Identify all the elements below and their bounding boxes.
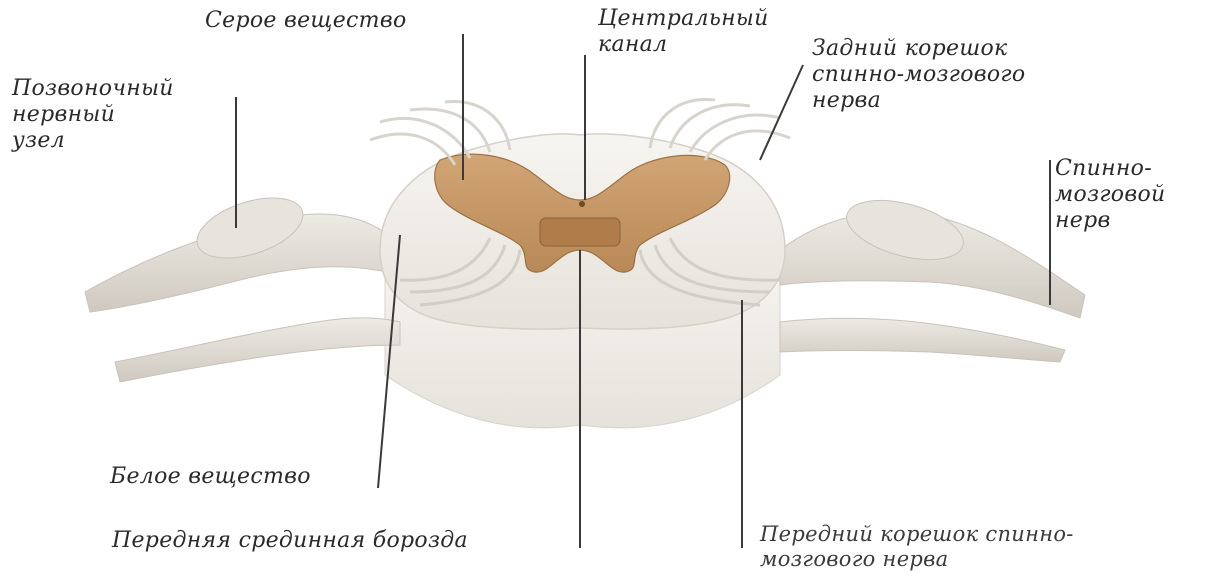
label-spinal-ganglion: Позвоночный нервный узел [12, 76, 174, 154]
label-ventral-root: Передний корешок спинно- мозгового нерва [760, 522, 1074, 572]
label-spinal-nerve: Спинно- мозговой нерв [1055, 156, 1165, 234]
left-spinal-nerve [85, 186, 400, 382]
label-dorsal-root-line2: спинно-мозгового [812, 62, 1025, 88]
central-canal-region [540, 218, 620, 246]
right-spinal-nerve [780, 189, 1085, 362]
label-spinal-nerve-line3: нерв [1055, 208, 1165, 234]
label-grey-matter: Серое вещество [205, 8, 407, 34]
label-anterior-fissure: Передняя срединная борозда [112, 528, 468, 554]
label-central-canal-line2: канал [598, 32, 769, 58]
label-ventral-root-line2: мозгового нерва [760, 547, 1074, 572]
label-spinal-nerve-line1: Спинно- [1055, 156, 1165, 182]
label-dorsal-root-line3: нерва [812, 88, 1025, 114]
label-central-canal-line1: Центральный [598, 6, 769, 32]
label-spinal-ganglion-line1: Позвоночный [12, 76, 174, 102]
central-canal-dot [579, 201, 585, 207]
leader-dorsal-root [760, 65, 803, 160]
label-dorsal-root: Задний корешок спинно-мозгового нерва [812, 36, 1025, 114]
label-spinal-ganglion-line3: узел [12, 128, 174, 154]
label-central-canal: Центральный канал [598, 6, 769, 58]
label-ventral-root-line1: Передний корешок спинно- [760, 522, 1074, 547]
label-dorsal-root-line1: Задний корешок [812, 36, 1025, 62]
label-white-matter: Белое вещество [110, 464, 311, 490]
label-spinal-nerve-line2: мозговой [1055, 182, 1165, 208]
label-spinal-ganglion-line2: нервный [12, 102, 174, 128]
